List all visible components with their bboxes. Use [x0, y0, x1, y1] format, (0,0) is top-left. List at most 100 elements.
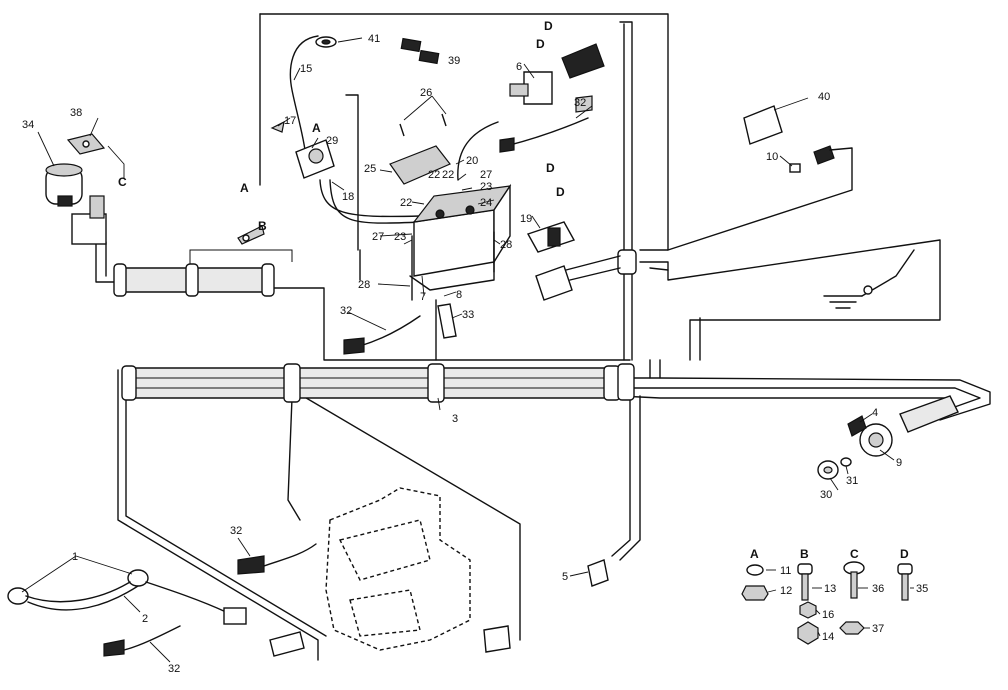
- letter-D-top2: D: [536, 37, 545, 51]
- callout-8: 8: [456, 289, 462, 301]
- harness-clip: [617, 363, 635, 401]
- harness-clip: [121, 365, 137, 401]
- letter-A-top: A: [312, 121, 321, 135]
- callout-37: 37: [872, 623, 884, 635]
- letter-D-mid1: D: [546, 161, 555, 175]
- letter-C-left: C: [118, 175, 127, 189]
- left-harness: [113, 263, 275, 297]
- callout-5: 5: [562, 571, 568, 583]
- ground-symbol: [823, 249, 915, 309]
- hardware-legend: [741, 561, 913, 645]
- part-41-grommet: [315, 36, 337, 48]
- harness-clip: [185, 263, 199, 297]
- callout-22a: 22: [428, 169, 440, 181]
- part-25-holder: [389, 113, 451, 185]
- callout-32d: 32: [168, 663, 180, 675]
- part-5-clip: [587, 559, 609, 587]
- callout-28b: 28: [358, 279, 370, 291]
- callout-18: 18: [342, 191, 354, 203]
- callout-13: 13: [824, 583, 836, 595]
- callout-36: 36: [872, 583, 884, 595]
- letter-D-top1: D: [544, 19, 553, 33]
- callout-22b: 22: [442, 169, 454, 181]
- callout-32c: 32: [230, 525, 242, 537]
- callout-32a: 32: [340, 305, 352, 317]
- callout-7: 7: [420, 291, 426, 303]
- callout-11: 11: [780, 565, 791, 577]
- part-9-switch: [847, 415, 893, 457]
- callout-27a: 27: [480, 169, 492, 181]
- callout-24: 24: [480, 197, 492, 209]
- callout-41: 41: [368, 33, 380, 45]
- harness-clip: [427, 363, 445, 403]
- legend-letters: A B C D: [750, 547, 909, 561]
- part-31-washer: [840, 457, 852, 467]
- callout-12: 12: [780, 585, 792, 597]
- harness-clip: [113, 263, 127, 297]
- callout-28a: 28: [500, 239, 512, 251]
- callout-1: 1: [72, 551, 78, 563]
- callout-32b: 32: [574, 97, 586, 109]
- harness-clip: [283, 363, 301, 403]
- callout-6: 6: [516, 61, 522, 73]
- callout-22c: 22: [400, 197, 412, 209]
- callout-39: 39: [448, 55, 460, 67]
- callout-40: 40: [818, 91, 830, 103]
- callout-20: 20: [466, 155, 478, 167]
- callout-23a: 23: [480, 181, 492, 193]
- part-33-sleeve: [437, 303, 457, 339]
- part-29-switch: [295, 139, 335, 179]
- callout-15: 15: [300, 63, 312, 75]
- callout-3: 3: [452, 413, 458, 425]
- engine-outline: [325, 487, 471, 651]
- letter-D-mid2: D: [556, 185, 565, 199]
- part-10-connector: [667, 145, 853, 251]
- callout-17: 17: [284, 115, 296, 127]
- connector-plug: [71, 195, 107, 245]
- callout-19: 19: [520, 213, 532, 225]
- ring-terminal: [237, 225, 265, 245]
- part-30-nut: [817, 460, 839, 480]
- part-19-relay: [526, 221, 576, 253]
- callout-23b: 23: [394, 231, 406, 243]
- callout-9: 9: [896, 457, 902, 469]
- callout-34: 34: [22, 119, 34, 131]
- part-6-connector: [509, 43, 605, 105]
- connector-block: [535, 255, 621, 301]
- legend-D: D: [900, 547, 909, 561]
- callout-14: 14: [822, 631, 834, 643]
- part-40-decal: [743, 105, 783, 145]
- letter-A-left: A: [240, 181, 249, 195]
- callout-30: 30: [820, 489, 832, 501]
- callout-27b: 27: [372, 231, 384, 243]
- callout-29: 29: [326, 135, 338, 147]
- leader-lines: [21, 37, 914, 663]
- wire-routing: [95, 13, 991, 661]
- callout-38: 38: [70, 107, 82, 119]
- part-1-lights: [7, 569, 247, 625]
- part-39-fuses: [400, 37, 440, 65]
- callout-2: 2: [142, 613, 148, 625]
- right-harness: [617, 249, 959, 433]
- callout-16: 16: [822, 609, 834, 621]
- callout-33: 33: [462, 309, 474, 321]
- harness-clip: [261, 263, 275, 297]
- callout-26: 26: [420, 87, 432, 99]
- callout-4: 4: [872, 407, 878, 419]
- part-28-bolts: [411, 231, 495, 301]
- callout-25: 25: [364, 163, 376, 175]
- part-32-wires: [103, 95, 593, 657]
- terminal-boxes: [269, 625, 511, 657]
- callout-labels: 41 15 39 6 17 29 38 34 18 26 25 20 22 22…: [22, 33, 928, 675]
- part-34-coil: [45, 163, 83, 207]
- callout-31: 31: [846, 475, 858, 487]
- part-24-battery: [409, 183, 512, 291]
- main-harness: [121, 363, 621, 403]
- letter-B-left: B: [258, 219, 267, 233]
- legend-A: A: [750, 547, 759, 561]
- legend-C: C: [850, 547, 859, 561]
- connector-letters: A A B C D D D D: [118, 19, 565, 233]
- callout-10: 10: [766, 151, 778, 163]
- legend-B: B: [800, 547, 809, 561]
